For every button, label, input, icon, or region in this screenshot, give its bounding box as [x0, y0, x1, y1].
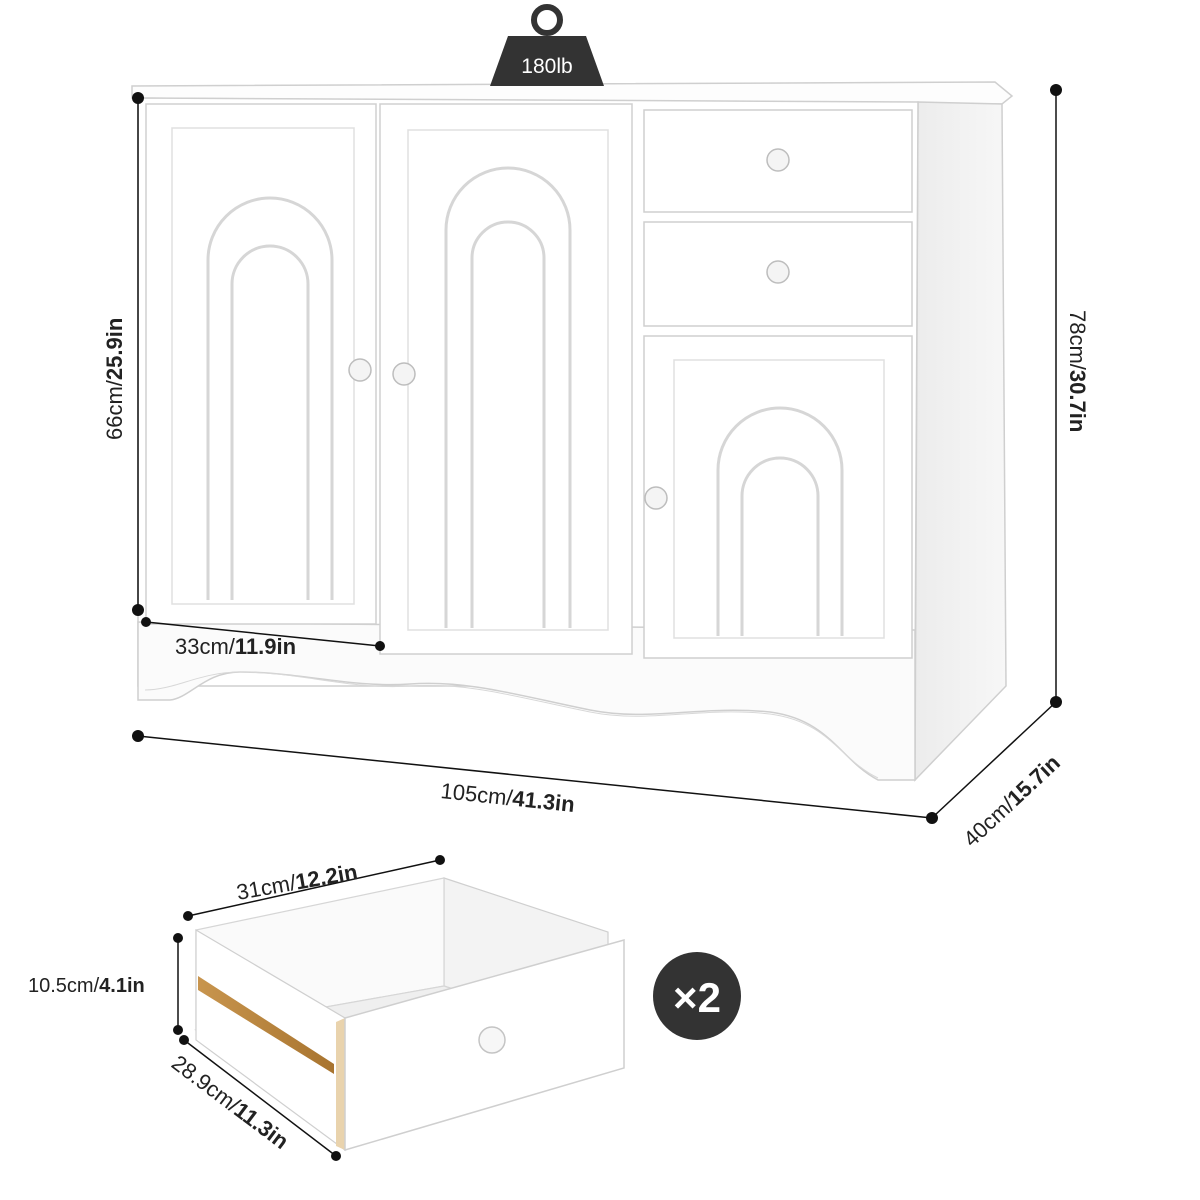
knob-icon [766, 148, 790, 172]
drawer-detail [194, 877, 625, 1152]
depth-label: 40cm/15.7in [958, 750, 1064, 852]
total-height-label: 78cm/30.7in [1065, 310, 1090, 432]
knob-icon [478, 1026, 506, 1054]
knob-icon [766, 260, 790, 284]
door-width-label: 33cm/11.9in [175, 634, 296, 659]
drawer-width-label: 31cm/12.2in [235, 859, 360, 905]
knob-icon [348, 358, 372, 382]
weight-badge: 180lb [490, 4, 604, 86]
middle-door [379, 103, 633, 655]
cabinet [131, 81, 1014, 782]
weight-label: 180lb [521, 55, 572, 78]
upper-drawer [643, 109, 913, 213]
knob-icon [644, 486, 668, 510]
drawer-height-label: 10.5cm/4.1in [28, 975, 145, 997]
quantity-badge: ×2 [653, 952, 741, 1040]
right-door [643, 335, 913, 659]
quantity-label: ×2 [673, 974, 721, 1021]
left-door [145, 103, 377, 625]
cabinet-height-label: 66cm/25.9in [102, 318, 127, 440]
dimension-lines [137, 90, 1057, 1157]
total-width-label: 105cm/41.3in [439, 778, 575, 817]
dimension-endpoints [132, 84, 1062, 1161]
knob-icon [392, 362, 416, 386]
lower-drawer [643, 221, 913, 327]
